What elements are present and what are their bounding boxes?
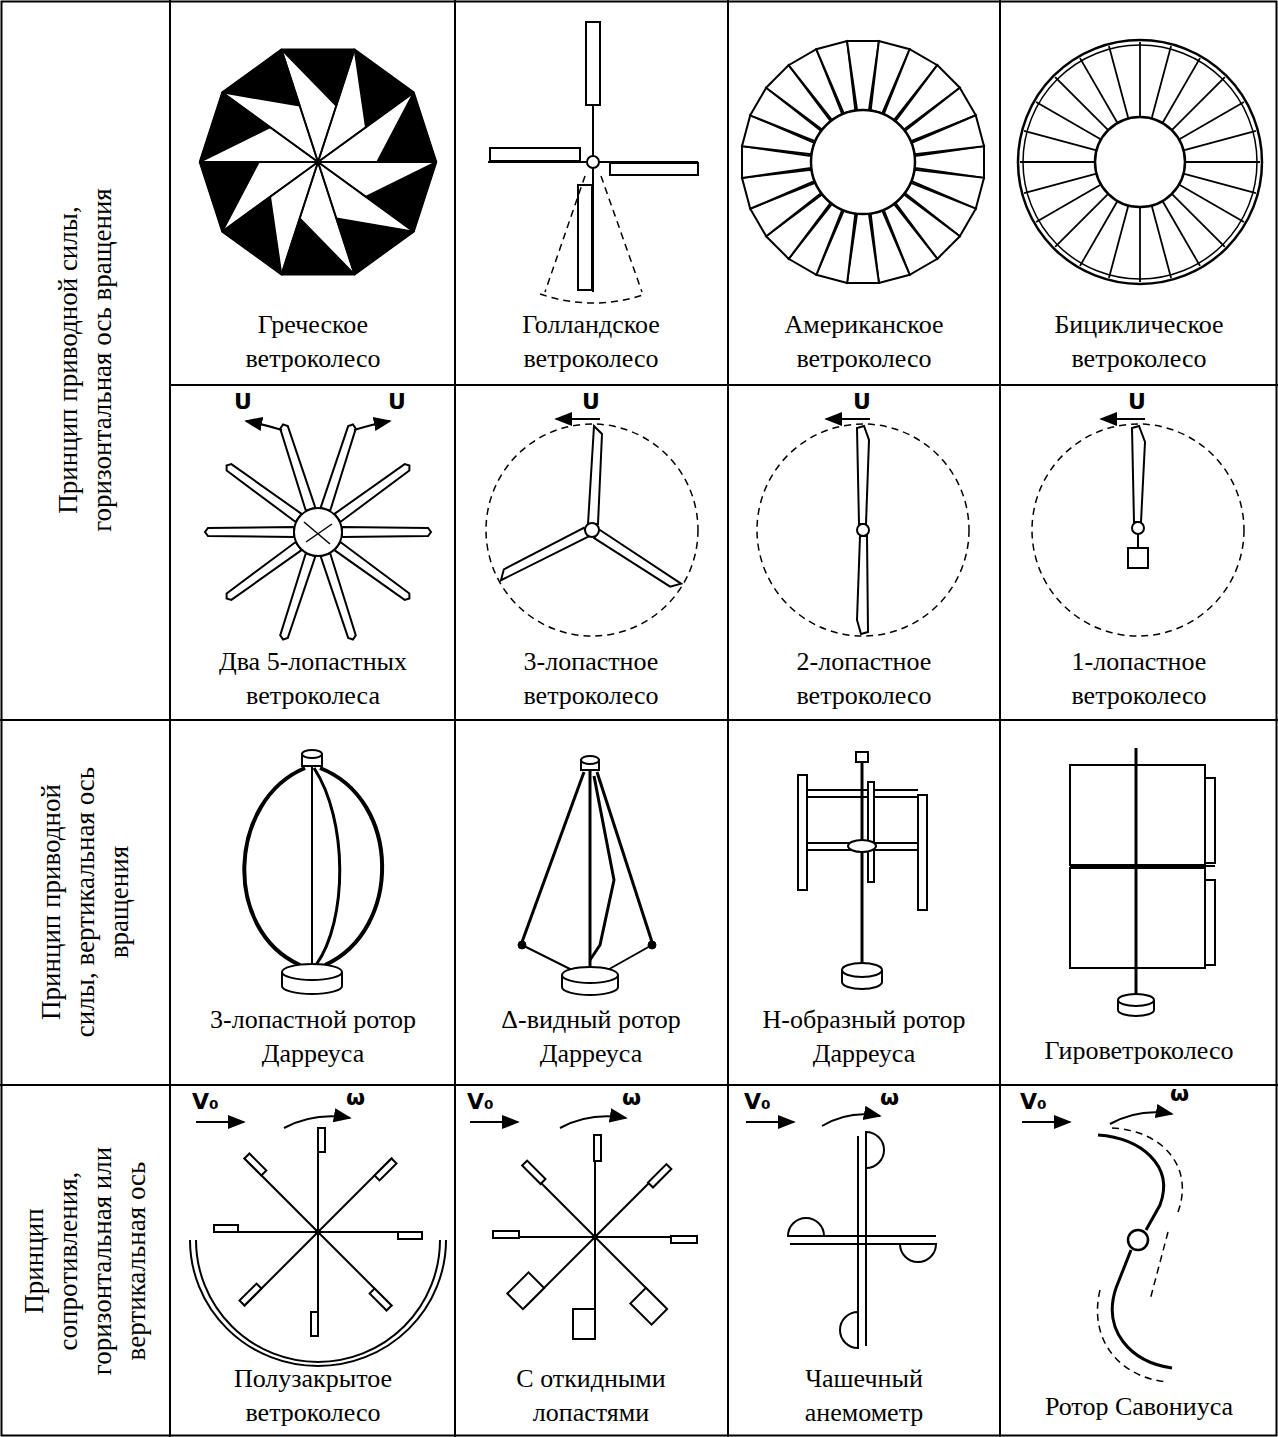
caption-text: Американское ветроколесо [754, 308, 974, 376]
velocity-symbol: U [582, 390, 600, 414]
angular-speed-symbol: ω [880, 1086, 899, 1110]
caption-text: Два 5-лопастных ветроколеса [203, 645, 423, 713]
velocity-symbol: U [1128, 390, 1146, 414]
angular-speed-symbol: ω [622, 1086, 641, 1110]
caption-text: Гироветроколесо [1009, 1034, 1269, 1068]
caption-text: Чашечный анемометр [774, 1362, 954, 1430]
velocity-symbol: U [853, 390, 871, 414]
wind-speed-symbol: V₀ [744, 1090, 771, 1114]
caption-text: 2-лопастное ветроколесо [754, 645, 974, 713]
caption-text: Греческое ветроколесо [203, 308, 423, 376]
caption-text: Голландское ветроколесо [481, 308, 701, 376]
velocity-symbol: U [388, 390, 406, 414]
caption-text: H-образный ротор Дарреуса [754, 1003, 974, 1071]
angular-speed-symbol: ω [346, 1086, 365, 1110]
caption-text: 1-лопастное ветроколесо [1029, 645, 1249, 713]
caption-text: 3-лопастное ветроколесо [481, 645, 701, 713]
caption-text: 3-лопастной ротор Дарреуса [203, 1003, 423, 1071]
caption-text: С откидными лопастями [481, 1362, 701, 1430]
caption-text: Δ-видный ротор Дарреуса [481, 1003, 701, 1071]
wind-speed-symbol: V₀ [192, 1090, 219, 1114]
velocity-symbol: U [234, 390, 252, 414]
wind-speed-symbol: V₀ [467, 1090, 494, 1114]
angular-speed-symbol: ω [1170, 1082, 1189, 1106]
wind-speed-symbol: V₀ [1020, 1090, 1047, 1114]
caption-text: Ротор Савониуса [1009, 1390, 1269, 1424]
caption-text: Полузакрытое ветроколесо [203, 1362, 423, 1430]
caption-text: Бициклическое ветроколесо [1029, 308, 1249, 376]
row-header: Принцип приводной силы, горизонтальная о… [51, 150, 119, 570]
row-header: Принцип сопротивления, горизонтальная ил… [17, 1136, 153, 1386]
row-header: Принцип приводной силы, вертикальная ось… [34, 752, 136, 1052]
